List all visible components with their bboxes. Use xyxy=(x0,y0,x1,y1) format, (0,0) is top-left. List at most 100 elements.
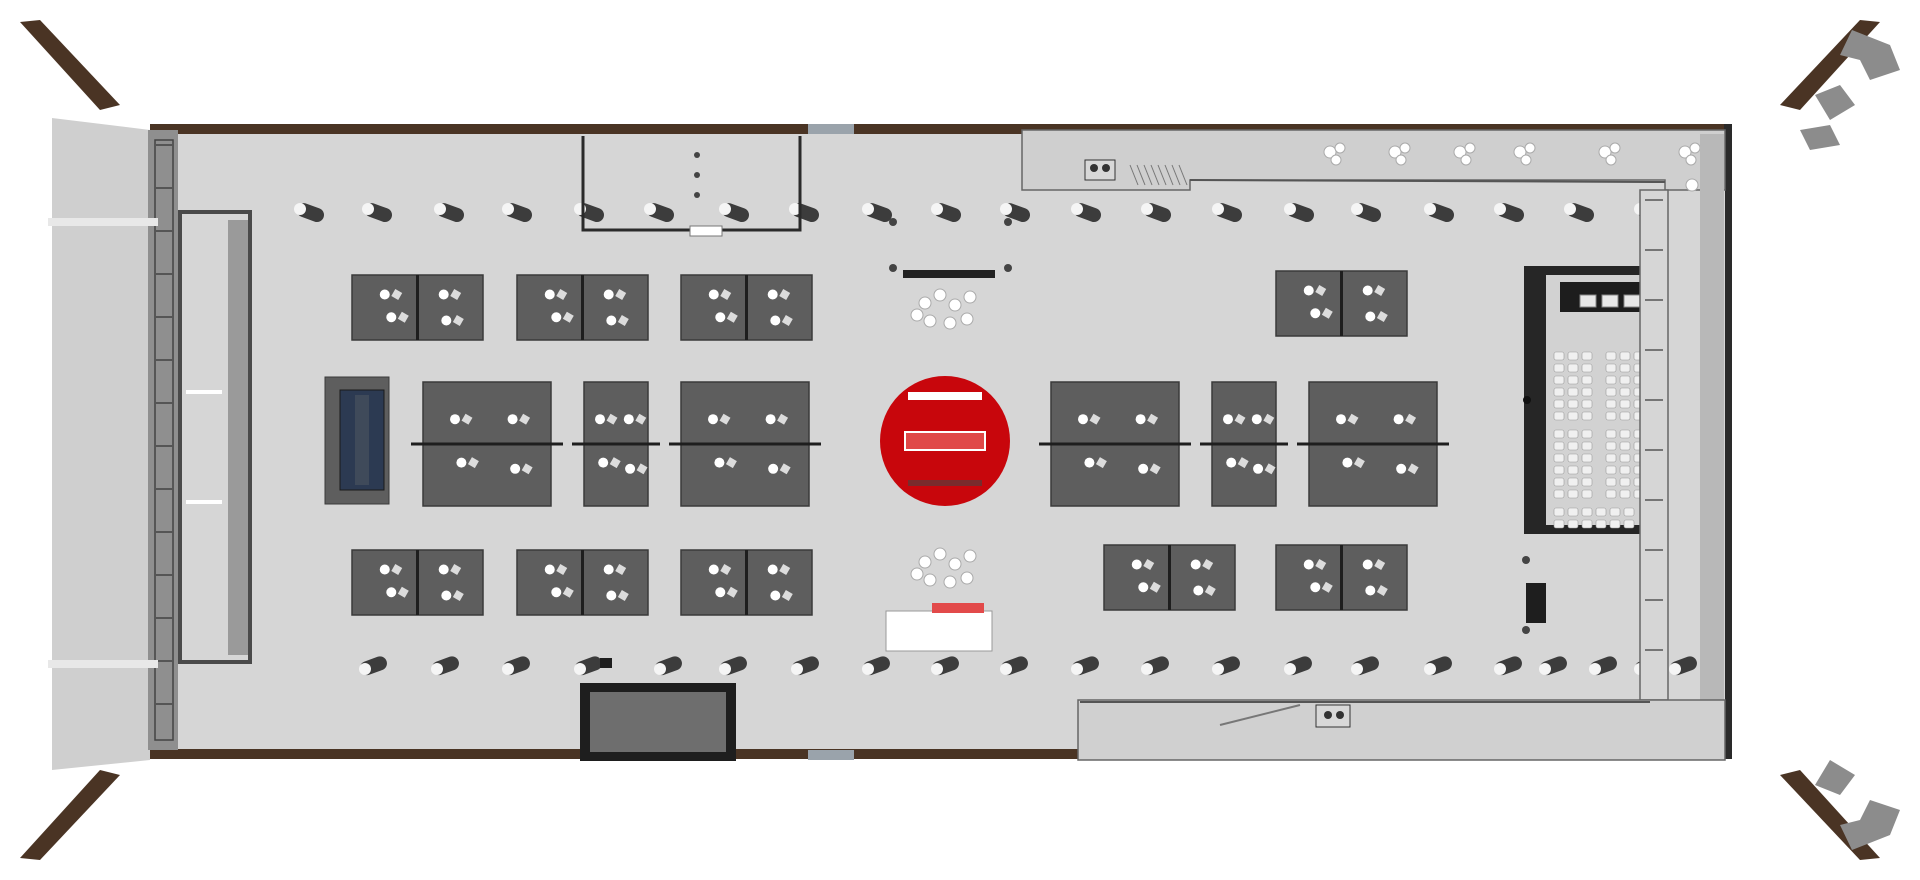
chair-icon xyxy=(1609,507,1621,517)
round-table-icon xyxy=(1303,285,1314,296)
corner-walls xyxy=(20,20,1900,860)
lounge-chair-cluster xyxy=(1678,142,1701,166)
column-cap xyxy=(1494,663,1506,675)
round-table-icon xyxy=(960,312,974,326)
chair-icon xyxy=(615,289,627,300)
chair-icon xyxy=(1605,375,1617,385)
round-table-icon xyxy=(715,312,726,323)
booth-bot-1 xyxy=(351,549,484,616)
round-table-icon xyxy=(1310,308,1321,319)
chair-icon xyxy=(726,311,738,323)
bollard xyxy=(889,264,897,272)
chair-icon xyxy=(1605,429,1617,439)
round-table-icon xyxy=(918,296,932,310)
column-cap xyxy=(1351,203,1363,215)
chair-icon xyxy=(1605,387,1617,397)
chair-icon xyxy=(1619,429,1631,439)
chair-icon xyxy=(1619,453,1631,463)
column-cap xyxy=(719,203,731,215)
left-entrance xyxy=(48,130,252,750)
bollard xyxy=(1004,264,1012,272)
chair-icon xyxy=(1460,154,1472,166)
right-service-strip xyxy=(1700,134,1724,749)
chair-icon xyxy=(1567,387,1579,397)
upper-room-door xyxy=(689,225,723,237)
chair-icon xyxy=(1520,154,1532,166)
chair-icon xyxy=(1513,145,1527,159)
chair-icon xyxy=(1553,453,1565,463)
bollard xyxy=(1523,396,1531,404)
chair-icon xyxy=(1567,351,1579,361)
round-table-icon xyxy=(603,564,614,575)
column-cap xyxy=(362,203,374,215)
chair-icon xyxy=(1388,145,1402,159)
round-table-icon xyxy=(438,289,449,300)
round-table-icon xyxy=(1193,585,1204,596)
round-table-icon xyxy=(910,308,924,322)
chair-icon xyxy=(1264,463,1276,475)
chair-icon xyxy=(1581,519,1593,529)
round-table-icon xyxy=(715,587,726,598)
cylinder-column-icon xyxy=(654,656,682,676)
chair-icon xyxy=(391,289,403,300)
chair-icon xyxy=(1453,145,1467,159)
chair-icon xyxy=(397,586,409,598)
entrance-bar-top xyxy=(48,218,158,226)
column-cap xyxy=(1564,203,1576,215)
cylinder-column-icon xyxy=(1000,203,1031,222)
chair-icon xyxy=(1553,477,1565,487)
round-table-icon xyxy=(960,571,974,585)
round-table-icon xyxy=(708,564,719,575)
chair-icon xyxy=(1553,441,1565,451)
round-table-icon xyxy=(1342,457,1353,468)
vestibule-panel xyxy=(228,220,248,655)
chair-icon xyxy=(726,586,738,598)
round-table-icon xyxy=(1190,559,1201,570)
chair-icon xyxy=(1581,507,1593,517)
booth-bot-3 xyxy=(680,549,813,616)
cylinder-column-icon xyxy=(862,656,890,676)
entrance-glass-frame xyxy=(154,139,174,741)
table-cluster-bottom xyxy=(910,547,977,589)
round-table-icon xyxy=(598,457,609,468)
chair-icon xyxy=(1315,559,1327,570)
chair-icon xyxy=(1374,559,1386,570)
chair-icon xyxy=(1619,387,1631,397)
chair-icon xyxy=(1567,477,1579,487)
round-table-icon xyxy=(963,290,977,304)
chair-icon xyxy=(1581,429,1593,439)
chair-icon xyxy=(636,463,648,475)
chair-icon xyxy=(1619,351,1631,361)
round-table-icon xyxy=(765,414,776,425)
round-table-icon xyxy=(923,314,937,328)
column-cap xyxy=(502,663,514,675)
lounge-chair-cluster xyxy=(1513,142,1536,166)
chair-icon xyxy=(1567,507,1579,517)
lounge-chair-cluster xyxy=(1388,142,1411,166)
booth-top-3 xyxy=(680,274,813,341)
chair-icon xyxy=(1395,154,1407,166)
kiosk-seat xyxy=(1324,711,1332,719)
service-counter xyxy=(885,610,993,652)
chair-icon xyxy=(1581,363,1593,373)
top-right-corridor xyxy=(1021,129,1726,191)
column-cap xyxy=(789,203,801,215)
cylinder-column-icon xyxy=(1141,656,1169,676)
chair-icon xyxy=(467,457,479,469)
chair-icon xyxy=(1330,154,1342,166)
chair-icon xyxy=(1553,375,1565,385)
chair-icon xyxy=(720,564,732,575)
cylinder-column-icon xyxy=(502,203,533,222)
column-cap xyxy=(654,663,666,675)
round-table-icon xyxy=(386,312,397,323)
cylinder-column-icon xyxy=(791,656,819,676)
vestibule-sign-2 xyxy=(186,500,222,504)
corner-wall-bottom-left xyxy=(20,770,120,860)
chair-icon xyxy=(1399,142,1411,154)
column-cap xyxy=(294,203,306,215)
cylinder-column-icon xyxy=(1351,656,1379,676)
chair-icon xyxy=(1567,489,1579,499)
chair-icon xyxy=(1321,581,1333,593)
chair-icon xyxy=(1567,363,1579,373)
chair-icon xyxy=(1623,519,1635,529)
